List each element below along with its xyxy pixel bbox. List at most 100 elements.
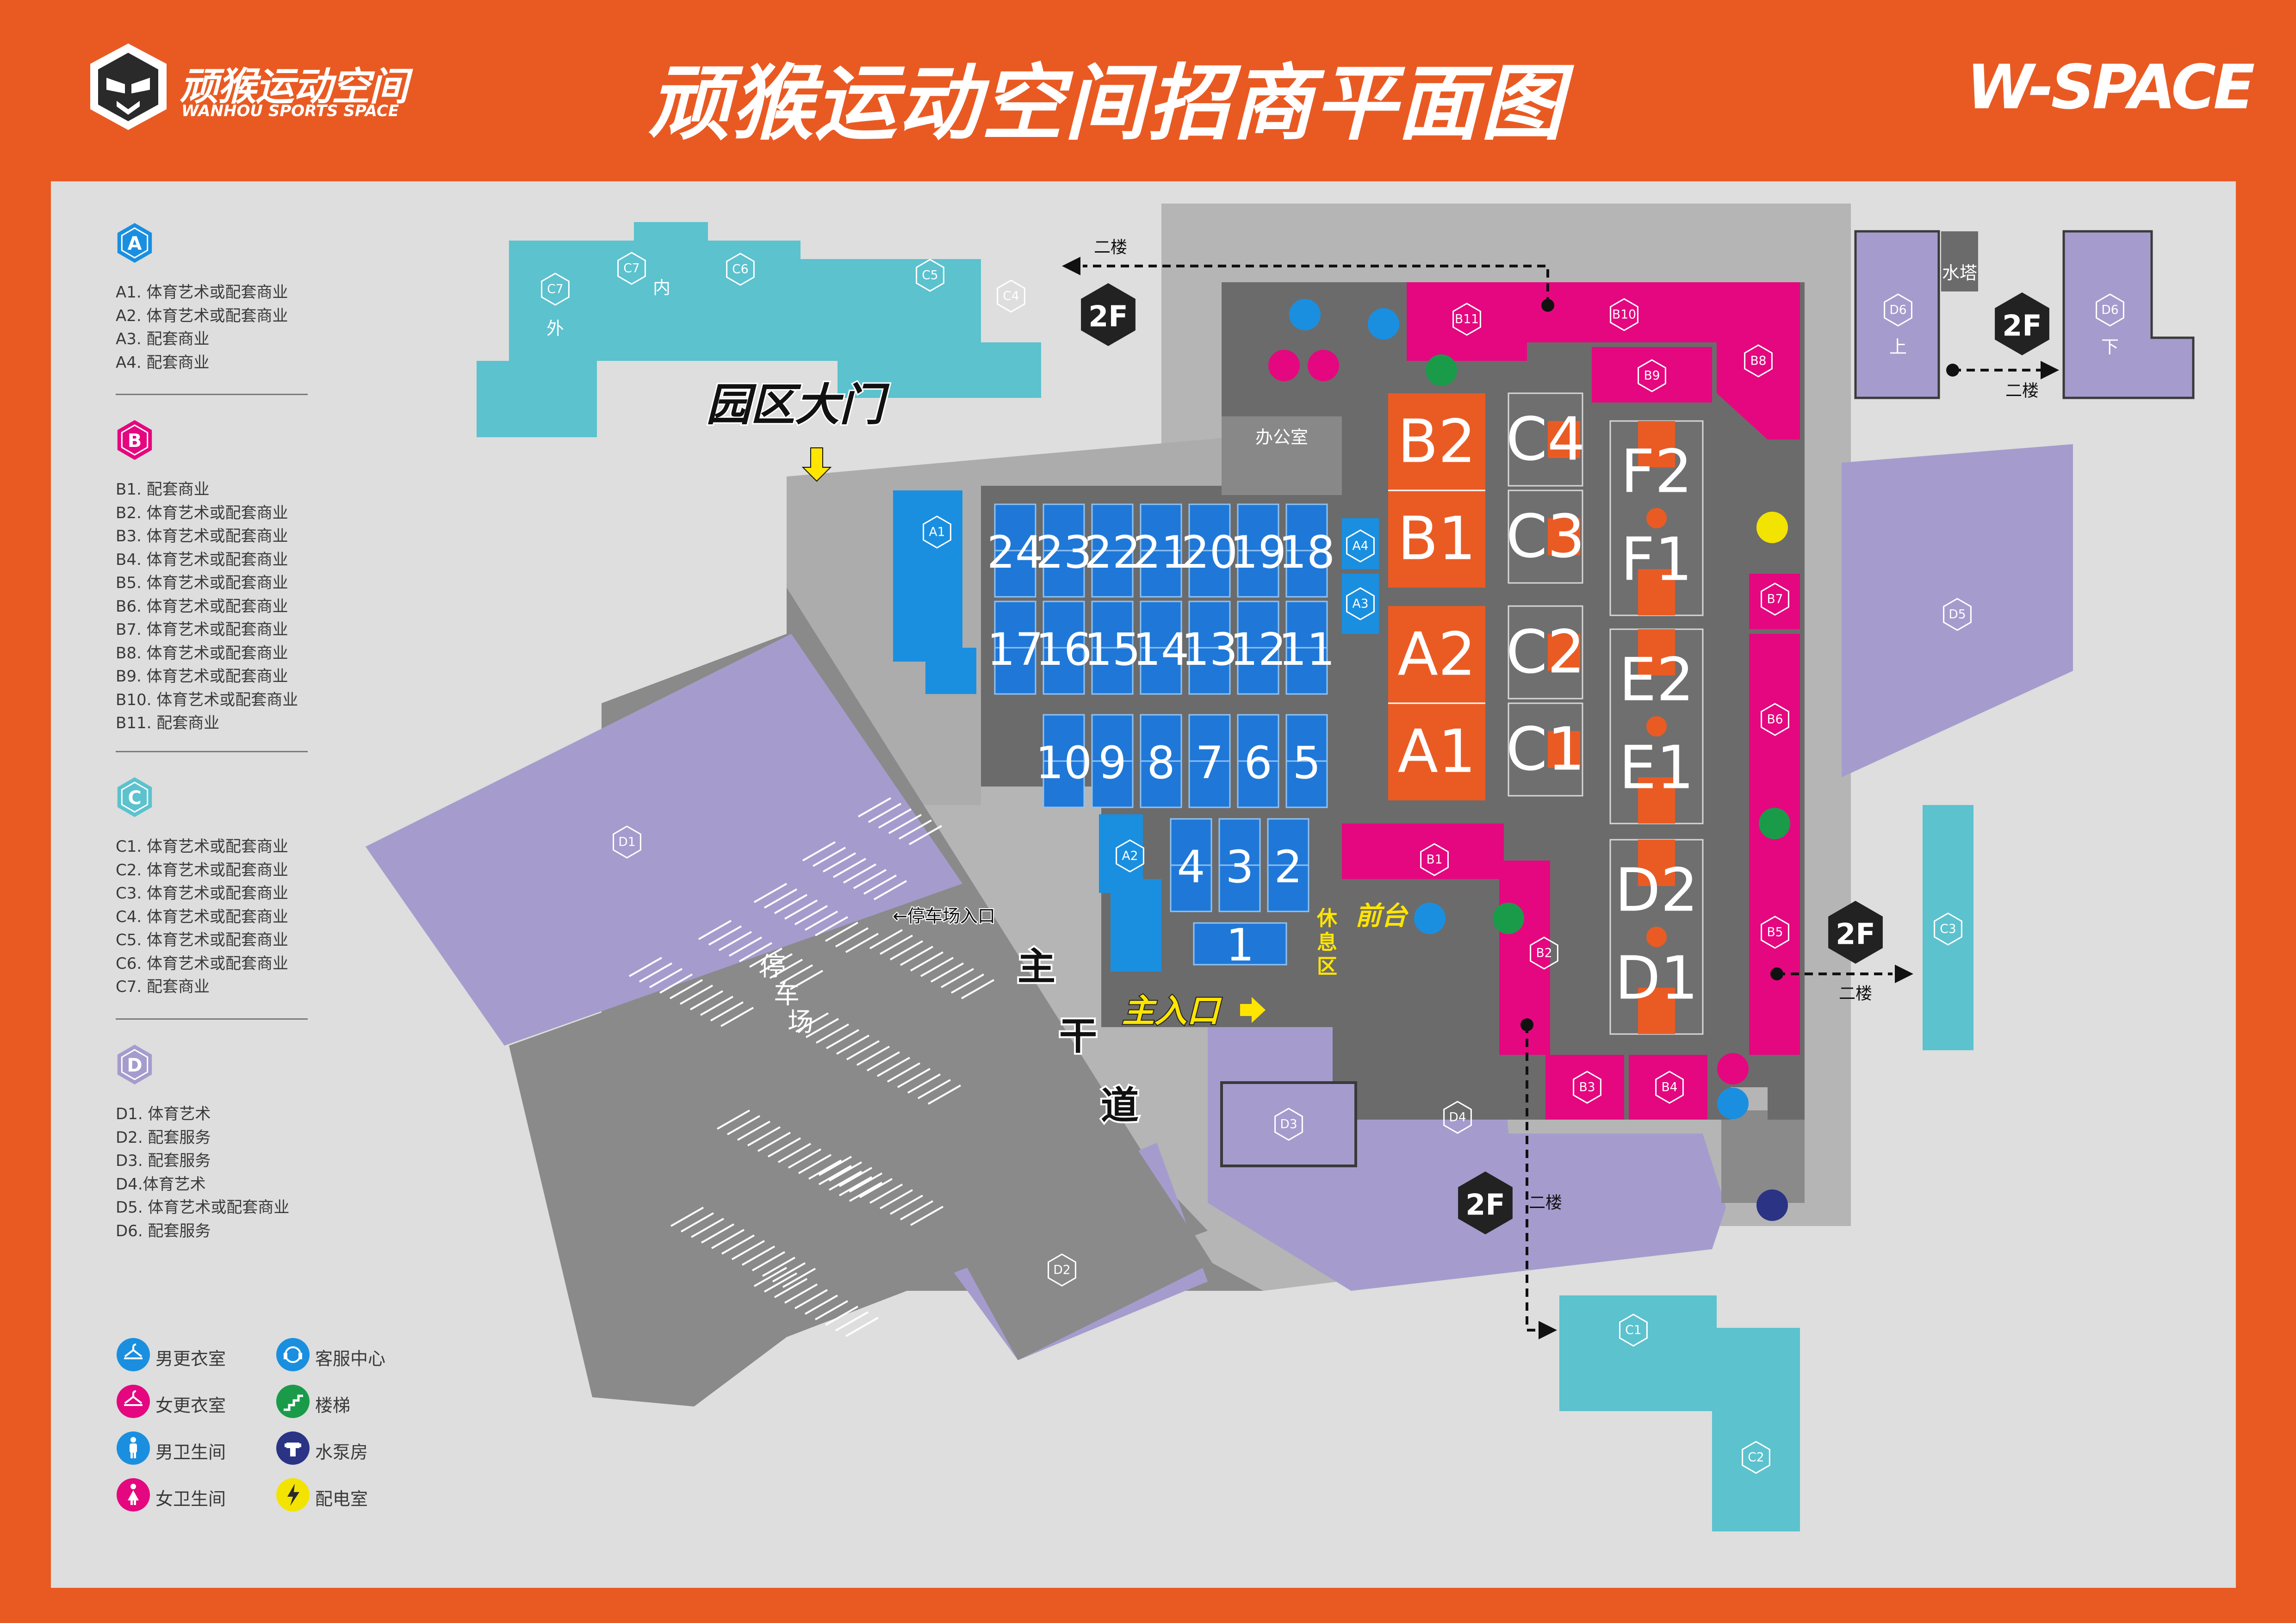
zone-b9-label: B9: [1644, 369, 1660, 383]
court-number: 5: [1292, 737, 1321, 789]
legend-divider: [116, 1018, 308, 1020]
arrowhead: [1062, 257, 1080, 275]
second-floor-label-north: 二楼: [1094, 238, 1127, 257]
zone-b9-label-hex: [1638, 359, 1666, 392]
zone-a4: [1342, 518, 1379, 569]
court-number: 18: [1278, 527, 1335, 578]
zone-b4-label: B4: [1661, 1080, 1677, 1095]
stairs-icon: [1493, 903, 1524, 934]
icon-legend-label: 客服中心: [315, 1349, 386, 1369]
zone-c3: [1923, 805, 1973, 1050]
womens-locker-icon: [117, 1385, 150, 1418]
zone-d1-label-hex: [613, 825, 641, 859]
court-label: E2: [1619, 646, 1694, 715]
icon-legend-label: 男卫生间: [155, 1442, 226, 1462]
stairs-icon: [1759, 808, 1790, 839]
floor-markers-layer: [1062, 257, 2059, 1339]
parking-stall-line: [839, 1167, 872, 1187]
parking-stall-line: [910, 1206, 943, 1226]
parking-stall-line: [737, 1121, 770, 1141]
parking-stall-line: [825, 922, 858, 942]
zone-b10-label-hex: [1610, 298, 1638, 331]
arrowhead: [1539, 1321, 1557, 1339]
mens-restroom-icon: [1717, 1088, 1749, 1119]
parking-stall-line: [629, 957, 662, 977]
zone-b4-label-hex: [1655, 1071, 1684, 1104]
legend-item: A1. 体育艺术或配套商业: [116, 283, 288, 302]
water-tower-label: 水塔: [1942, 263, 1977, 283]
parking-stall-line: [849, 1182, 882, 1202]
brand-name-en: WANHOU SPORTS SPACE: [181, 102, 399, 120]
icon-legend-label: 水泵房: [315, 1442, 368, 1462]
zone-c7-label: C7: [547, 282, 563, 297]
legend-badge-a: A: [117, 223, 152, 263]
parking-stall-line: [680, 985, 713, 1005]
parking-stall-line: [836, 1035, 869, 1055]
gate-arrow-icon: [801, 447, 832, 482]
legend-item: C3. 体育艺术或配套商业: [116, 884, 288, 903]
zone-b10: [1527, 282, 1717, 342]
court-number: 13: [1181, 624, 1238, 675]
half-court: [1508, 489, 1583, 584]
half-court-paint: [1548, 518, 1580, 555]
parking-stall-line: [835, 927, 869, 948]
page-title: 顽猴运动空间招商平面图: [648, 56, 1564, 151]
mens-restroom-icon: [1368, 308, 1399, 340]
parking-lot-lower: [509, 884, 1212, 1406]
brand-logo: 顽猴运动空间 WANHOU SPORTS SPACE: [88, 42, 412, 134]
parking-stall-line: [774, 1278, 807, 1298]
zone-b1-label-hex: [1420, 843, 1449, 876]
parking-stall-line: [888, 814, 922, 834]
zone-b4: [1629, 1055, 1707, 1120]
court-number: 6: [1244, 737, 1272, 789]
icon-legend-item: 配电室: [274, 1476, 427, 1513]
monkey-logo-icon: [90, 43, 167, 130]
stair-arrow-north: [1083, 265, 1549, 305]
court-label: D1: [1615, 944, 1698, 1013]
water-tower: [1941, 231, 1978, 291]
zone-b8-label-hex: [1744, 344, 1773, 378]
zone-b3-label-hex: [1573, 1071, 1601, 1104]
zone-d1-label: D1: [618, 835, 635, 849]
zone-c1-label: C1: [1625, 1323, 1641, 1338]
lower-label: 下: [2101, 337, 2119, 357]
zone-c6-label-hex: [726, 253, 755, 286]
parking-stall-line: [878, 808, 912, 829]
facility-icons-layer: [1268, 299, 1790, 1221]
womens-restroom-icon: [1717, 1053, 1749, 1084]
parking-stall-line: [784, 1283, 818, 1304]
court-number: 24: [987, 527, 1043, 578]
entrance-arrow-icon: [1240, 997, 1266, 1023]
legend-item: B5. 体育艺术或配套商业: [116, 574, 288, 592]
parking-stall-line: [869, 929, 903, 949]
zone-b8-label: B8: [1750, 354, 1766, 368]
parking-stall-line: [788, 1148, 821, 1169]
parking-stall-line: [768, 1137, 801, 1158]
zone-b10-label: B10: [1612, 308, 1636, 322]
zone-b5: [1749, 796, 1800, 1055]
icon-legend-label: 男更衣室: [155, 1349, 226, 1369]
floor-badge-south-hex: [1458, 1171, 1513, 1234]
zone-a3-label: A3: [1352, 597, 1368, 611]
pump-room-icon: [276, 1431, 310, 1465]
parking-stall-line: [819, 1165, 852, 1185]
parking-stall-line: [782, 1268, 816, 1288]
center-circle: [1646, 927, 1667, 947]
parking-stall-line: [880, 935, 913, 955]
parking-stall-line: [928, 1084, 961, 1105]
parking-stall-line: [747, 1126, 781, 1146]
zone-c3-label-hex: [1934, 912, 1962, 946]
zone-b11-label-hex: [1452, 303, 1481, 336]
parking-stall-line: [890, 1195, 923, 1215]
court-number: 11: [1278, 624, 1335, 675]
court-label: F1: [1620, 526, 1692, 595]
parking-stall-line: [931, 962, 964, 983]
zone-c7-inner-label-hex: [617, 252, 646, 285]
parking-stall-line: [795, 1012, 829, 1033]
parking-label-char: 场: [788, 1008, 813, 1038]
womens-restroom-icon: [1268, 350, 1300, 381]
half-court-paint: [1548, 421, 1580, 458]
zone-c6-label: C6: [732, 262, 748, 277]
